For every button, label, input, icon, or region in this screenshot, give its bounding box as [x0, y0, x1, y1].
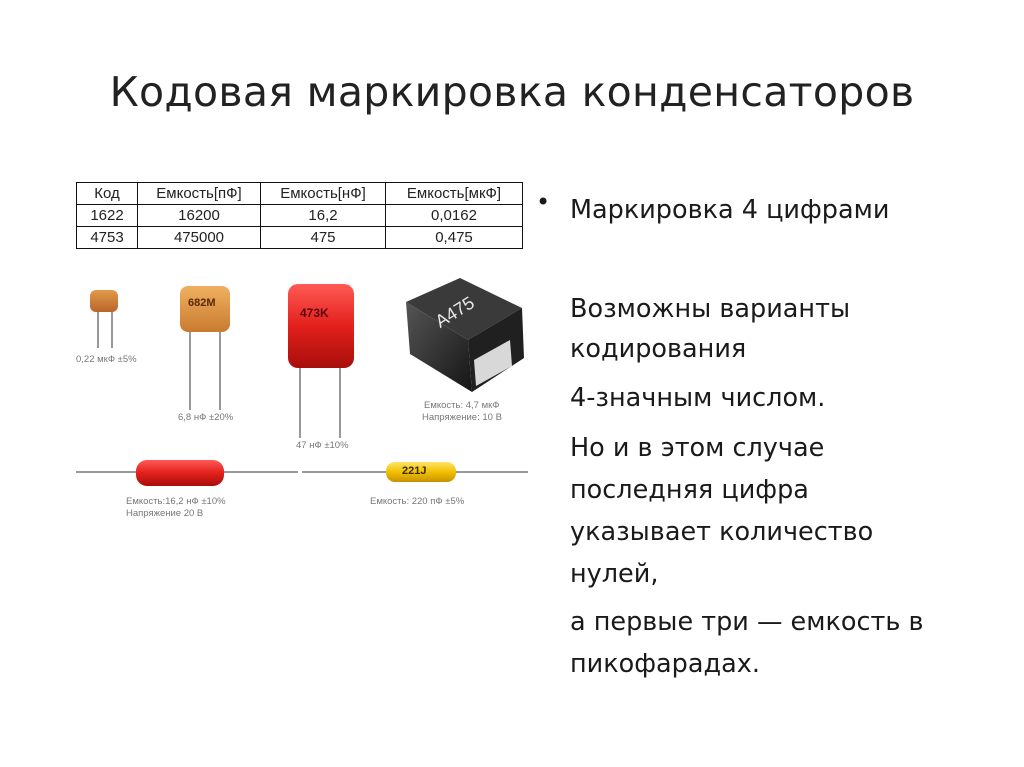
capacitors-photo: 682M 473K A475 221J 0,22 мкФ ±5% 6,8 нФ …	[70, 262, 540, 532]
table-row: 1622 16200 16,2 0,0162	[76, 204, 523, 227]
table-header-cell: Код	[76, 182, 138, 205]
capacitor-code-table: Код Емкость[пФ] Емкость[нФ] Емкость[мкФ]…	[76, 182, 523, 249]
smd-tantalum-capacitor	[406, 278, 524, 392]
ceramic-capacitor-small	[90, 290, 118, 348]
bullet-dot: •	[536, 188, 551, 216]
paragraph-line: а первые три — емкость в	[570, 607, 924, 637]
table-header-cell: Емкость[нФ]	[260, 182, 386, 205]
axial-capacitor-yellow	[302, 462, 528, 482]
caption-axial1-voltage: Напряжение 20 В	[126, 508, 204, 519]
paragraph-line: указывает количество	[570, 517, 874, 547]
bullet-text: Маркировка 4 цифрами	[570, 195, 890, 225]
marking-221j: 221J	[402, 465, 427, 477]
capacitors-illustration	[76, 278, 528, 486]
table-cell: 475	[260, 226, 386, 249]
paragraph-line: нулей,	[570, 559, 659, 589]
marking-473k: 473K	[300, 306, 329, 320]
caption-cap1: 0,22 мкФ ±5%	[76, 354, 137, 365]
caption-axial2-capacity: Емкость: 220 пФ ±5%	[370, 496, 465, 507]
paragraph-line: Но и в этом случае	[570, 433, 825, 463]
table-cell: 4753	[76, 226, 138, 249]
table-cell: 16,2	[260, 204, 386, 227]
film-capacitor-682m	[180, 286, 230, 410]
table-cell: 0,0162	[385, 204, 523, 227]
paragraph-line: кодирования	[570, 334, 747, 364]
table-header-cell: Емкость[мкФ]	[385, 182, 523, 205]
table-row: 4753 475000 475 0,475	[76, 226, 523, 249]
caption-axial1-capacity: Емкость:16,2 нФ ±10%	[126, 496, 226, 507]
paragraph-line: Возможны варианты	[570, 294, 851, 324]
slide-title: Кодовая маркировка конденсаторов	[109, 68, 915, 116]
marking-682m: 682M	[188, 297, 216, 309]
caption-smd-capacity: Емкость: 4,7 мкФ	[424, 400, 500, 411]
caption-cap2: 6,8 нФ ±20%	[178, 412, 234, 423]
caption-cap3: 47 нФ ±10%	[296, 440, 349, 451]
axial-capacitor-red	[76, 460, 298, 486]
film-capacitor-473k	[288, 284, 354, 438]
paragraph-line: пикофарадах.	[570, 649, 760, 679]
table-cell: 475000	[137, 226, 261, 249]
paragraph-line: 4-значным числом.	[570, 383, 826, 413]
table-cell: 16200	[137, 204, 261, 227]
table-cell: 0,475	[385, 226, 523, 249]
caption-smd-voltage: Напряжение: 10 В	[422, 412, 502, 423]
table-cell: 1622	[76, 204, 138, 227]
table-header-cell: Емкость[пФ]	[137, 182, 261, 205]
table-header-row: Код Емкость[пФ] Емкость[нФ] Емкость[мкФ]	[76, 182, 523, 205]
paragraph-line: последняя цифра	[570, 475, 809, 505]
